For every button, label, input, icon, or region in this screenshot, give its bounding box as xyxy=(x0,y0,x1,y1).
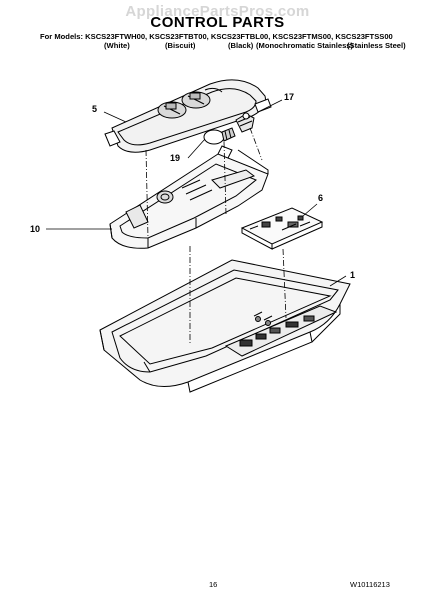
variant-stainless-steel: (Stainless Steel) xyxy=(347,41,406,50)
bulb-socket-part xyxy=(235,112,255,133)
control-housing-part xyxy=(99,259,351,393)
control-bracket-part xyxy=(109,145,269,249)
page-title: CONTROL PARTS xyxy=(150,14,285,31)
callout-1: 1 xyxy=(350,270,356,280)
callout-10: 10 xyxy=(30,224,41,234)
models-line: For Models: KSCS23FTWH00, KSCS23FTBT00, … xyxy=(40,32,393,41)
light-bulb-part xyxy=(203,127,236,145)
callout-6: 6 xyxy=(318,193,324,203)
page-number: 16 xyxy=(209,580,218,589)
variant-biscuit: (Biscuit) xyxy=(165,41,196,50)
callout-5: 5 xyxy=(92,104,98,114)
light-housing-part xyxy=(104,79,272,153)
leader-lines xyxy=(46,99,347,287)
control-board-part xyxy=(240,207,324,250)
variant-white: (White) xyxy=(104,41,130,50)
variant-monochromatic-stainless: (Monochromatic Stainless) xyxy=(256,41,354,50)
document-number: W10116213 xyxy=(350,580,390,589)
variant-black: (Black) xyxy=(228,41,254,50)
callout-17: 17 xyxy=(284,92,295,102)
assembly-guide-lines xyxy=(145,127,287,344)
callout-19: 19 xyxy=(170,153,181,163)
watermark: AppliancePartsPros.com xyxy=(125,3,310,20)
